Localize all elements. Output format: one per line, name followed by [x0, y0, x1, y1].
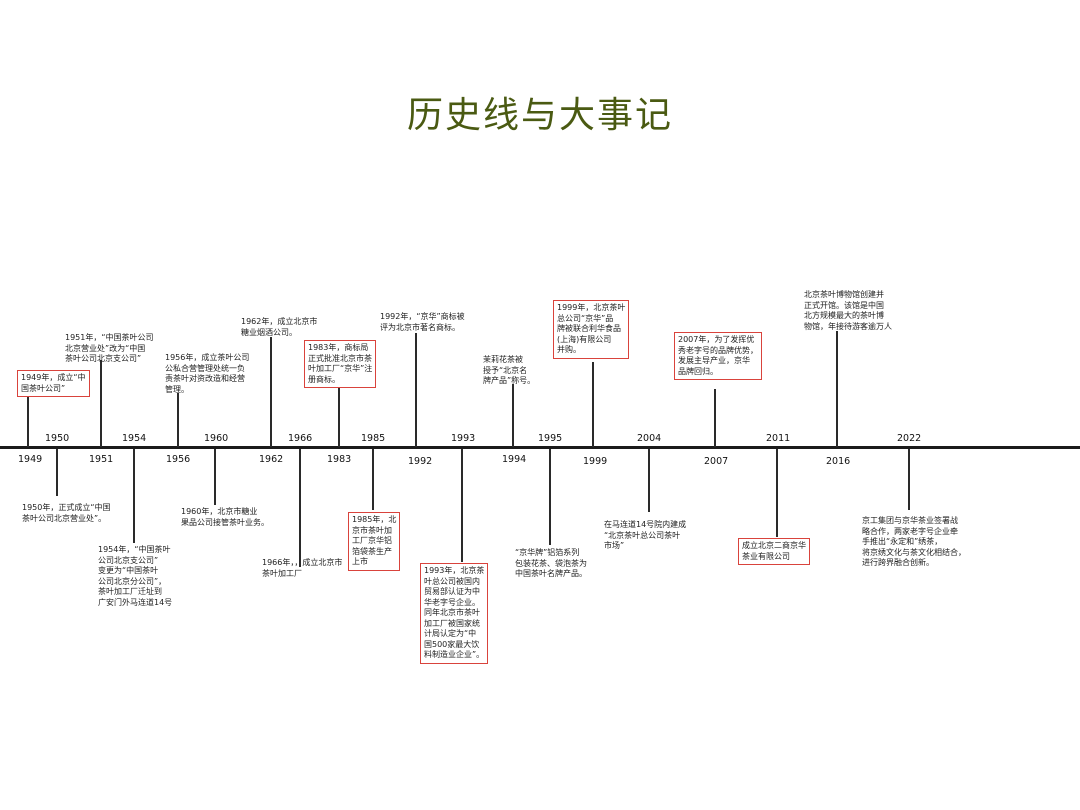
year-label-2004: 2004: [637, 433, 662, 444]
year-label-1985: 1985: [361, 433, 386, 444]
event-note-1983: 1983年，商标局 正式批准北京市茶 叶加工厂“京华”注 册商标。: [304, 340, 377, 388]
event-note-1951: 1951年，“中国茶叶公司 北京营业处”改为“中国 茶叶公司北京支公司”: [65, 333, 154, 363]
event-note-1962: 1962年，成立北京市 糖业烟酒公司。: [241, 317, 318, 337]
year-label-2016: 2016: [826, 456, 851, 467]
event-stem-1954: [133, 449, 135, 543]
event-stem-1956: [177, 393, 179, 447]
event-stem-1960: [214, 449, 216, 505]
year-label-1960: 1960: [204, 433, 229, 444]
event-stem-1992: [415, 333, 417, 447]
year-label-1949: 1949: [18, 454, 43, 465]
event-note-1999: 1999年，北京茶叶 总公司“京华”品 牌被联合利华食品 (上海)有限公司 并购…: [553, 300, 630, 359]
event-note-1966: 1966年，，成立北京市 茶叶加工厂: [262, 558, 343, 578]
year-label-1962: 1962: [259, 454, 284, 465]
event-stem-2007: [714, 389, 716, 447]
year-label-1966: 1966: [288, 433, 313, 444]
event-note-1960: 1960年，北京市糖业 果品公司接管茶叶业务。: [181, 507, 269, 527]
year-label-1994: 1994: [502, 454, 527, 465]
year-label-1951: 1951: [89, 454, 114, 465]
year-label-1956: 1956: [166, 454, 191, 465]
event-note-1994: 茉莉花茶被 授予“北京名 牌产品”称号。: [483, 355, 536, 385]
year-label-1995: 1995: [538, 433, 563, 444]
event-stem-2011: [776, 449, 778, 537]
event-stem-1950: [56, 449, 58, 496]
event-stem-1985: [372, 449, 374, 510]
event-stem-1993: [461, 449, 463, 562]
event-note-2004: 在马连道14号院内建成 “北京茶叶总公司茶叶 市场”: [604, 520, 687, 550]
event-note-1985: 1985年，北 京市茶叶加 工厂京华铝 箔袋茶生产 上市: [348, 512, 401, 571]
year-label-1992: 1992: [408, 456, 433, 467]
year-label-1954: 1954: [122, 433, 147, 444]
event-note-2016: 北京茶叶博物馆创建并 正式开馆。该馆是中国 北方规模最大的茶叶博 物馆，年接待游…: [804, 290, 892, 331]
year-label-1999: 1999: [583, 456, 608, 467]
event-stem-1966: [299, 449, 301, 567]
year-label-1983: 1983: [327, 454, 352, 465]
year-label-2022: 2022: [897, 433, 922, 444]
event-note-2011: 成立北京二商京华 茶业有限公司: [738, 538, 810, 565]
event-stem-1983: [338, 388, 340, 447]
event-stem-2016: [836, 331, 838, 447]
event-stem-2004: [648, 449, 650, 512]
year-label-1950: 1950: [45, 433, 70, 444]
event-note-1993: 1993年，北京茶 叶总公司被国内 贸易部认证为中 华老字号企业。 同年北京市茶…: [420, 563, 489, 664]
event-stem-1999: [592, 362, 594, 447]
event-stem-1949: [27, 394, 29, 447]
event-note-1956: 1956年，成立茶叶公司 公私合营管理处统一负 责茶叶对资改造和经营 管理。: [165, 353, 250, 394]
event-note-1949: 1949年，成立“中 国茶叶公司”: [17, 370, 90, 397]
event-note-1995: “京华牌”铝箔系列 包装花茶、袋泡茶为 中国茶叶名牌产品。: [515, 548, 587, 578]
event-note-1950: 1950年，正式成立“中国 茶叶公司北京营业处”。: [22, 503, 111, 523]
event-note-2007: 2007年，为了发挥优 秀老字号的品牌优势， 发展主导产业，京华 品牌回归。: [674, 332, 762, 380]
event-stem-1995: [549, 449, 551, 545]
event-stem-2022: [908, 449, 910, 510]
year-label-2007: 2007: [704, 456, 729, 467]
year-label-1993: 1993: [451, 433, 476, 444]
event-note-1992: 1992年，“京华”商标被 评为北京市著名商标。: [380, 312, 465, 332]
year-label-2011: 2011: [766, 433, 791, 444]
event-stem-1994: [512, 384, 514, 447]
event-note-1954: 1954年，“中国茶叶 公司北京支公司” 变更为“中国茶叶 公司北京分公司”， …: [98, 545, 173, 607]
event-note-2022: 京工集团与京华茶业签署战 略合作，两家老字号企业牵 手推出“永定和”绣茶， 将京…: [862, 516, 966, 567]
event-stem-1951: [100, 360, 102, 447]
event-stem-1962: [270, 337, 272, 447]
page-title: 历史线与大事记: [406, 95, 673, 136]
timeline-axis: [0, 446, 1080, 449]
